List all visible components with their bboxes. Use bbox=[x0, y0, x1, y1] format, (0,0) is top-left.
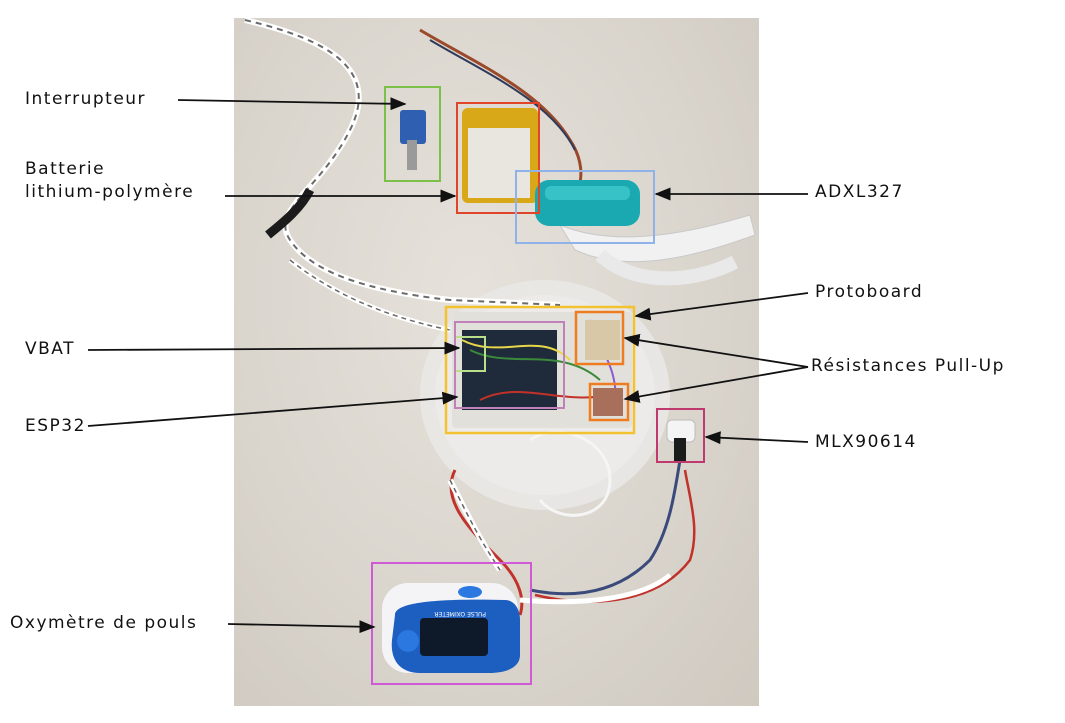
box-mlx bbox=[656, 408, 705, 463]
annotation-arrows bbox=[87, 97, 809, 634]
pulse-oximeter: PULSE OXIMETER bbox=[382, 583, 520, 673]
label-esp32: ESP32 bbox=[25, 416, 86, 436]
arrow-interrupteur bbox=[177, 97, 407, 111]
toggle-switch bbox=[400, 110, 426, 144]
arrow-vbat bbox=[87, 341, 461, 355]
box-protoboard bbox=[444, 305, 636, 435]
label-oxymetre: Oxymètre de pouls bbox=[10, 613, 198, 633]
label-interrupteur: Interrupteur bbox=[25, 89, 147, 109]
label-protoboard: Protoboard bbox=[815, 282, 924, 302]
strap bbox=[558, 214, 756, 263]
arrow-mlx bbox=[704, 431, 809, 445]
arrow-oxymetre bbox=[227, 620, 376, 634]
label-resistances: Résistances Pull-Up bbox=[811, 356, 1005, 376]
label-vbat: VBAT bbox=[25, 339, 75, 359]
arrow-resistance-top bbox=[623, 333, 809, 368]
arrow-esp32 bbox=[87, 391, 459, 427]
label-adxl: ADXL327 bbox=[815, 182, 904, 202]
label-batterie-line2: lithium-polymère bbox=[25, 182, 195, 202]
arrow-protoboard bbox=[634, 292, 809, 321]
arrow-resistance-bottom bbox=[623, 366, 809, 403]
box-adxl bbox=[515, 170, 655, 244]
photo-content: PULSE OXIMETER bbox=[244, 17, 756, 673]
box-interrupteur bbox=[384, 86, 441, 182]
label-batterie-line1: Batterie bbox=[25, 159, 106, 179]
box-esp32 bbox=[454, 321, 565, 409]
box-batterie bbox=[456, 102, 540, 214]
oximeter-brand-text: PULSE OXIMETER bbox=[434, 610, 486, 617]
box-resistance-top bbox=[574, 310, 625, 366]
cable-to-oximeter bbox=[529, 459, 682, 596]
label-mlx: MLX90614 bbox=[815, 432, 917, 452]
cable-left-black bbox=[265, 187, 315, 239]
